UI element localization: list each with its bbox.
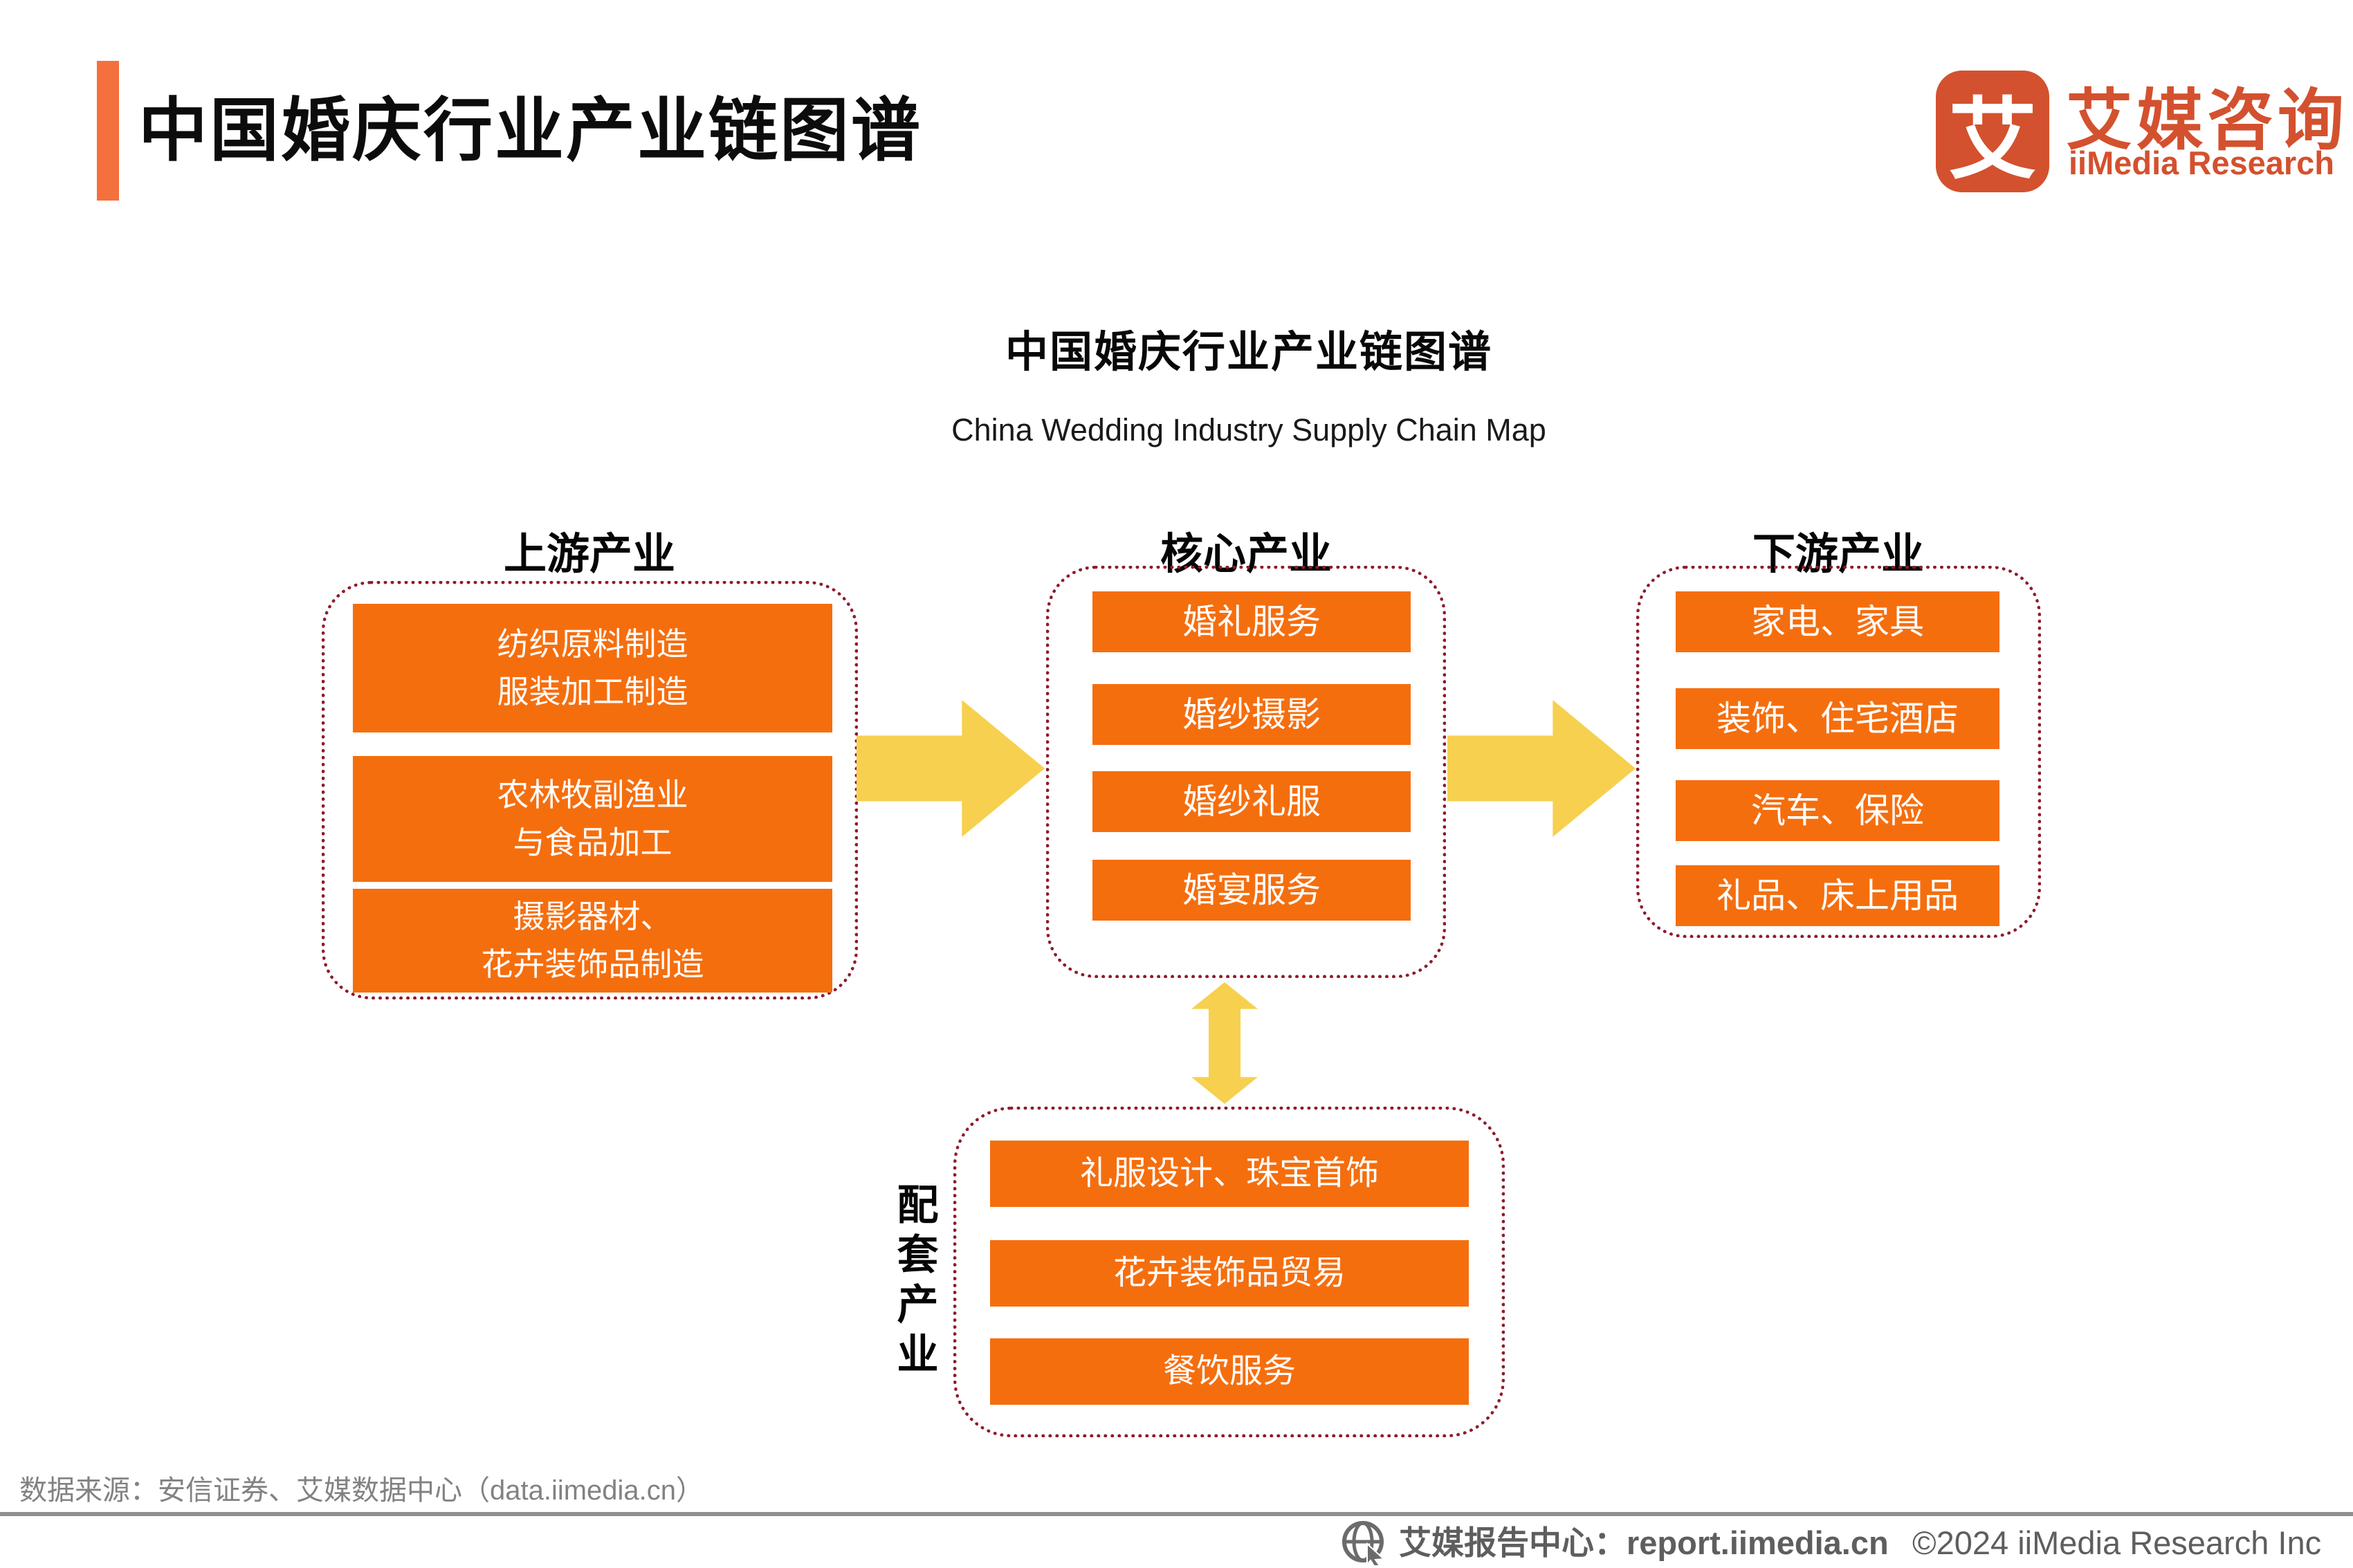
upstream-box-textile: 纺织原料制造 服装加工制造 [353, 604, 832, 732]
downstream-box-appliances: 家电、家具 [1676, 591, 1999, 652]
report-globe-icon [1341, 1520, 1388, 1567]
iimedia-logo: 艾 艾媒咨询 iiMedia Research [1936, 66, 2351, 202]
flow-arrow-core-to-downstream-icon [1447, 700, 1636, 837]
box-line: 摄影器材、 [513, 898, 672, 934]
box-line: 服装加工制造 [497, 674, 688, 710]
core-box-wedding-service: 婚礼服务 [1092, 591, 1411, 652]
core-box-wedding-dress: 婚纱礼服 [1092, 771, 1411, 832]
downstream-container: 家电、家具 装饰、住宅酒店 汽车、保险 礼品、床上用品 [1636, 566, 2041, 938]
diagram-subtitle: China Wedding Industry Supply Chain Map [951, 412, 1546, 448]
supporting-container: 礼服设计、珠宝首饰 花卉装饰品贸易 餐饮服务 [953, 1107, 1505, 1437]
box-line: 与食品加工 [513, 824, 672, 860]
box-line: 花卉装饰品制造 [481, 946, 704, 982]
column-header-downstream: 下游产业 [1752, 531, 1924, 578]
downstream-box-decoration-hotel: 装饰、住宅酒店 [1676, 688, 1999, 749]
upstream-box-photo-equipment: 摄影器材、 花卉装饰品制造 [353, 889, 832, 993]
data-source-note: 数据来源：安信证券、艾媒数据中心（data.iimedia.cn） [19, 1475, 704, 1506]
upstream-container: 纺织原料制造 服装加工制造 农林牧副渔业 与食品加工 摄影器材、 花卉装饰品制造 [322, 581, 858, 999]
downstream-box-gifts-bedding: 礼品、床上用品 [1676, 865, 1999, 926]
page-title: 中国婚庆行业产业链图谱 [138, 92, 922, 169]
supporting-box-catering: 餐饮服务 [990, 1338, 1469, 1405]
footer-divider [0, 1512, 2353, 1516]
report-center-text: 艾媒报告中心：report.iimedia.cn [1399, 1524, 1889, 1561]
supporting-box-dress-design-jewelry: 礼服设计、珠宝首饰 [990, 1141, 1469, 1207]
box-line: 农林牧副渔业 [497, 777, 688, 813]
core-container: 婚礼服务 婚纱摄影 婚纱礼服 婚宴服务 [1046, 566, 1446, 978]
logo-name-cn: 艾媒咨询 [2066, 84, 2348, 158]
core-box-banquet-service: 婚宴服务 [1092, 860, 1411, 921]
downstream-box-car-insurance: 汽车、保险 [1676, 780, 1999, 841]
flow-arrow-core-supporting-bidirectional-icon [1191, 982, 1258, 1104]
title-accent-bar [97, 61, 119, 201]
diagram-title: 中国婚庆行业产业链图谱 [1005, 329, 1492, 376]
copyright-text: ©2024 iiMedia Research Inc [1912, 1524, 2322, 1561]
upstream-box-agriculture: 农林牧副渔业 与食品加工 [353, 756, 832, 882]
supporting-box-flower-trade: 花卉装饰品贸易 [990, 1240, 1469, 1307]
box-line: 纺织原料制造 [497, 626, 688, 662]
iimedia-logo-icon: 艾 [1936, 71, 2049, 192]
flow-arrow-upstream-to-core-icon [857, 700, 1045, 837]
logo-name-en: iiMedia Research [2069, 145, 2335, 181]
supporting-column-label: 配套产业 [891, 1183, 937, 1382]
core-box-wedding-photography: 婚纱摄影 [1092, 684, 1411, 745]
column-header-upstream: 上游产业 [503, 531, 675, 578]
column-header-core: 核心产业 [1160, 531, 1332, 578]
